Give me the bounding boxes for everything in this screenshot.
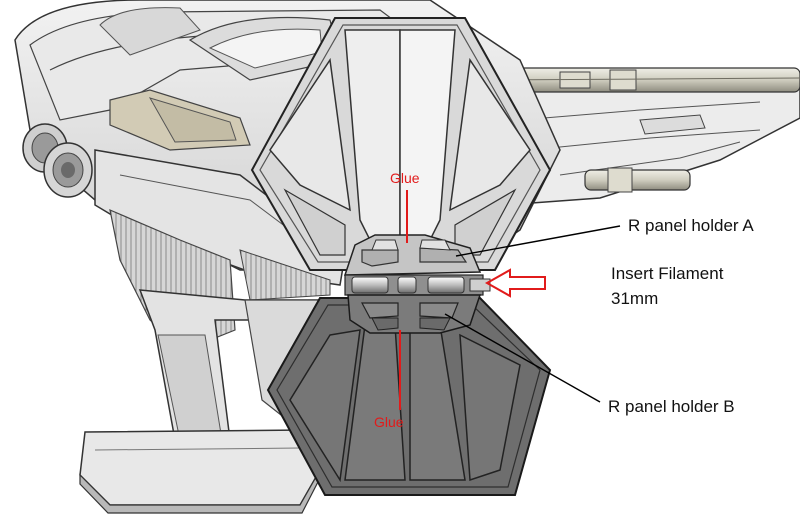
cannon-lower <box>584 167 691 193</box>
insert-filament-label: Insert Filament <box>611 264 724 283</box>
cannon-upper <box>494 67 800 93</box>
upper-solar-panel <box>250 17 552 271</box>
engine-nozzles <box>22 123 93 198</box>
tan-canopy-detail <box>109 89 251 151</box>
r-panel-holder-a <box>343 234 482 276</box>
insert-filament-length: 31mm <box>611 289 659 308</box>
r-panel-holder-b-label: R panel holder B <box>608 397 735 416</box>
glue-label-top: Glue <box>390 170 420 186</box>
leader-line-holder-b <box>444 313 601 403</box>
leader-line-holder-a <box>455 225 621 257</box>
lower-solar-panel <box>266 297 552 496</box>
r-panel-holder-b <box>347 294 482 334</box>
r-panel-holder-a-label: R panel holder A <box>628 216 754 235</box>
hinge-filament <box>344 274 491 296</box>
glue-label-bottom: Glue <box>374 414 404 430</box>
right-wing <box>469 71 800 206</box>
insert-arrow <box>484 268 546 298</box>
